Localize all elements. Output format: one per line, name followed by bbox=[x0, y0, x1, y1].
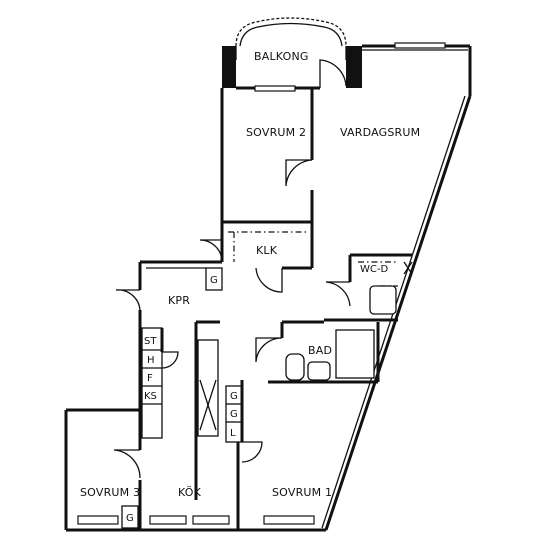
room-label-klk: KLK bbox=[256, 244, 278, 257]
wall-pier-right bbox=[346, 46, 362, 88]
exterior-walls bbox=[64, 44, 472, 532]
room-label-bad: BAD bbox=[308, 344, 332, 357]
fixture-label-st: ST bbox=[144, 336, 157, 347]
fixture-label-l: L bbox=[230, 428, 236, 439]
windows bbox=[77, 42, 446, 525]
fixture-label-g-sovrum3: G bbox=[126, 513, 134, 524]
fixture-label-g-kpr: G bbox=[210, 275, 218, 286]
room-label-sovrum-2: SOVRUM 2 bbox=[246, 126, 306, 139]
room-label-wc-d: WC-D bbox=[360, 264, 388, 275]
fixture-label-g2: G bbox=[230, 409, 238, 420]
room-label-sovrum-1: SOVRUM 1 bbox=[272, 486, 332, 499]
fixture-label-g1: G bbox=[230, 391, 238, 402]
fixtures bbox=[285, 261, 413, 381]
doors bbox=[113, 59, 351, 479]
wall-pier-left bbox=[222, 46, 236, 88]
room-label-vardagsrum: VARDAGSRUM bbox=[340, 126, 420, 139]
room-label-balkong: BALKONG bbox=[254, 50, 309, 63]
fixture-label-h: H bbox=[147, 355, 155, 366]
fixture-label-f: F bbox=[147, 373, 153, 384]
room-label-kpr: KPR bbox=[168, 294, 190, 307]
room-label-kok: KÖK bbox=[178, 486, 202, 499]
fixture-label-ks: KS bbox=[144, 391, 157, 402]
interior-walls bbox=[121, 86, 412, 530]
room-label-sovrum-3: SOVRUM 3 bbox=[80, 486, 140, 499]
